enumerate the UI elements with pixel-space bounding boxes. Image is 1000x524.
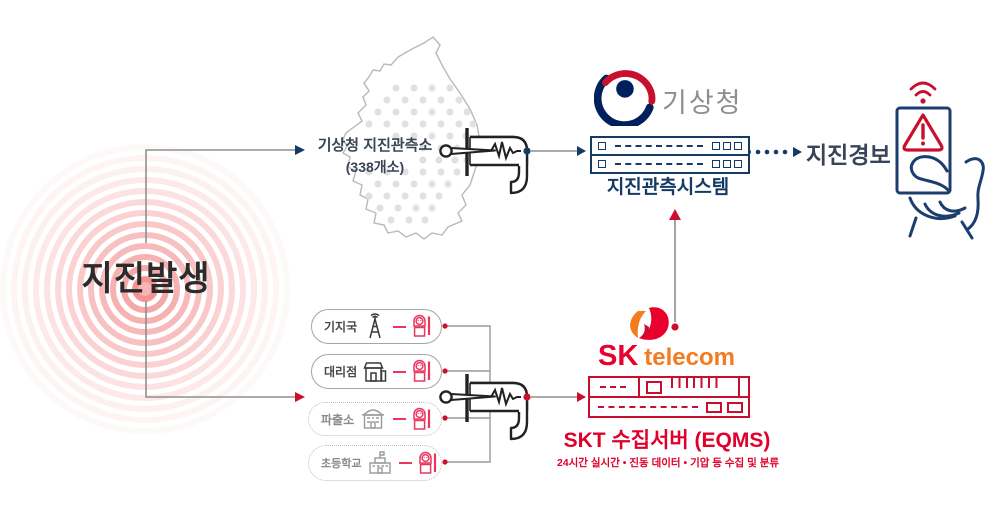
warning-triangle-icon bbox=[902, 113, 944, 152]
earthquake-observation-system-server bbox=[590, 136, 750, 174]
wifi-icon bbox=[909, 81, 937, 104]
skt-server-description: 24시간 실시간 • 진동 데이터 • 기압 등 수집 및 분류 bbox=[556, 457, 780, 469]
alert-phone-icon bbox=[895, 81, 985, 240]
sk-butterfly-icon bbox=[630, 307, 669, 340]
location-label: 기지국 bbox=[324, 320, 358, 334]
location-pill-elementary-school: 초등학교 bbox=[308, 445, 442, 481]
location-label: 초등학교 bbox=[321, 458, 362, 470]
seismograph-icon-bottom bbox=[439, 374, 531, 441]
location-pill-police-substation: 파출소 bbox=[308, 402, 442, 436]
location-label: 대리점 bbox=[324, 365, 358, 379]
server-rack-row bbox=[592, 138, 748, 156]
skt-server-label: SKT 수집서버 (EQMS) bbox=[563, 429, 771, 452]
kma-logo-text: 기상청 bbox=[662, 88, 743, 118]
location-label: 파출소 bbox=[321, 412, 355, 427]
arrow-skt-to-system bbox=[669, 209, 681, 331]
station-label-line2: (338개소) bbox=[345, 159, 405, 175]
server-rack-row bbox=[592, 156, 748, 172]
arrow-source-to-stations bbox=[145, 145, 305, 243]
station-label-line1: 기상청 지진관측소 bbox=[317, 137, 433, 154]
source-label: 지진발생 bbox=[81, 260, 211, 298]
seismic-sensor-icon bbox=[413, 314, 431, 337]
seismic-ripple-icon bbox=[0, 144, 290, 434]
seismic-sensor-icon bbox=[413, 359, 431, 382]
seismic-sensor-icon bbox=[413, 407, 431, 430]
seismograph-icon-top bbox=[439, 128, 531, 195]
location-pill-base-station: 기지국 bbox=[311, 309, 442, 344]
telecom-brand-text: telecom bbox=[644, 344, 735, 371]
hand-icon bbox=[908, 155, 985, 240]
arrow-source-to-locations bbox=[145, 301, 305, 402]
kma-logo-icon bbox=[594, 70, 656, 126]
cell-tower-icon bbox=[369, 313, 381, 339]
korea-map bbox=[341, 36, 481, 240]
arrow-seismo-to-system bbox=[531, 146, 586, 156]
alert-label: 지진경보 bbox=[806, 142, 891, 168]
server-rack-row bbox=[590, 378, 748, 398]
server-rack-row bbox=[590, 398, 748, 416]
school-icon bbox=[369, 450, 392, 474]
storefront-icon bbox=[363, 362, 387, 382]
dotted-arrow-system-to-alert bbox=[745, 147, 802, 157]
arrow-seismo-to-skt-server bbox=[531, 392, 586, 402]
sk-brand-text: SK bbox=[598, 340, 639, 372]
location-pill-retail-store: 대리점 bbox=[311, 354, 442, 389]
skt-collection-server bbox=[588, 376, 750, 418]
seismic-sensor-icon bbox=[419, 451, 437, 474]
location-bus-dots bbox=[442, 323, 448, 465]
system-label: 지진관측시스템 bbox=[606, 177, 730, 198]
police-station-icon bbox=[362, 408, 385, 429]
station-count-label: 기상청 지진관측소 (338개소) bbox=[298, 134, 452, 177]
